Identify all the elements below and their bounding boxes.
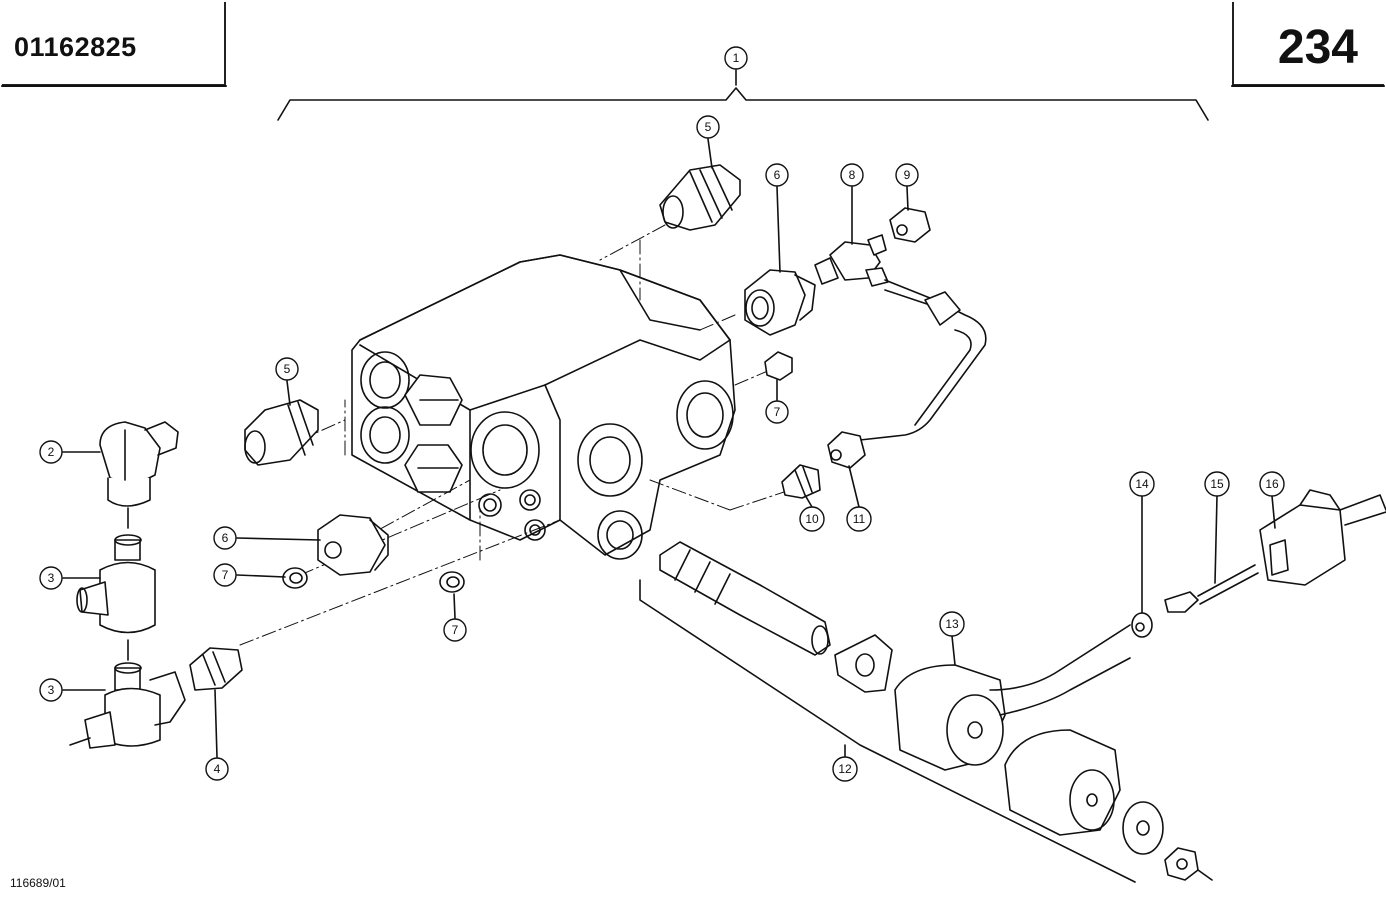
seal-14 <box>1131 612 1153 638</box>
nut-9 <box>889 207 931 243</box>
svg-text:12: 12 <box>838 762 852 776</box>
callout-c5a: 5 <box>696 115 720 139</box>
fitting-6-upper <box>744 269 816 336</box>
fitting-4 <box>189 647 243 691</box>
svg-text:3: 3 <box>48 683 55 697</box>
callout-c3a: 3 <box>39 566 63 590</box>
svg-text:6: 6 <box>222 531 229 545</box>
callout-group: 1 5 6 8 9 5 7 2 10 11 6 7 3 14 15 16 7 1… <box>39 46 1285 782</box>
svg-text:5: 5 <box>284 362 291 376</box>
svg-text:2: 2 <box>48 445 55 459</box>
valve-body <box>351 254 736 560</box>
svg-text:15: 15 <box>1210 477 1224 491</box>
svg-text:16: 16 <box>1265 477 1279 491</box>
callout-c1: 1 <box>724 46 748 70</box>
solenoid-coil-13 <box>894 624 1131 771</box>
nut-11 <box>827 431 866 469</box>
tee-3-lower <box>69 662 186 749</box>
callout-c2: 2 <box>39 440 63 464</box>
svg-text:1: 1 <box>733 51 740 65</box>
valve-cartridge <box>659 541 831 656</box>
plug-7-middle <box>439 571 465 593</box>
plate-washer <box>834 634 893 693</box>
svg-text:7: 7 <box>452 623 459 637</box>
nut-end <box>1164 847 1199 881</box>
svg-text:7: 7 <box>774 405 781 419</box>
svg-text:9: 9 <box>904 168 911 182</box>
callout-c13: 13 <box>939 611 965 637</box>
callout-c6a: 6 <box>765 163 789 187</box>
svg-text:5: 5 <box>705 120 712 134</box>
svg-text:7: 7 <box>222 568 229 582</box>
callout-c14: 14 <box>1129 471 1155 497</box>
callout-c8: 8 <box>840 163 864 187</box>
drawing-id: 116689/01 <box>10 876 66 890</box>
svg-text:11: 11 <box>853 512 866 526</box>
svg-text:13: 13 <box>945 617 959 631</box>
doc-number: 01162825 <box>14 32 137 62</box>
fitting-5-left <box>244 399 319 466</box>
fitting-5-upper <box>659 164 741 231</box>
tee-3-upper <box>76 534 156 634</box>
elbow-2 <box>99 421 179 507</box>
callout-c11: 11 <box>846 506 872 532</box>
callout-c4: 4 <box>205 757 229 781</box>
svg-text:10: 10 <box>805 512 819 526</box>
svg-text:4: 4 <box>214 762 221 776</box>
callout-c16: 16 <box>1259 471 1285 497</box>
callout-c12: 12 <box>832 756 858 782</box>
connector-16 <box>1259 489 1386 586</box>
fitting-10 <box>781 464 821 499</box>
fitting-6-lower <box>317 514 389 576</box>
plug-7-upper <box>764 351 793 381</box>
plug-7-left <box>282 567 308 589</box>
callout-c7a: 7 <box>765 400 789 424</box>
svg-text:3: 3 <box>48 571 55 585</box>
callout-c15: 15 <box>1204 471 1230 497</box>
assembly-brace <box>277 87 1209 121</box>
washer-end <box>1122 801 1164 855</box>
page-number: 234 <box>1277 21 1358 74</box>
tee-8 <box>814 234 889 287</box>
callout-c5b: 5 <box>275 357 299 381</box>
callout-c7b: 7 <box>213 563 237 587</box>
svg-text:14: 14 <box>1135 477 1149 491</box>
callout-c7c: 7 <box>443 618 467 642</box>
terminal-15 <box>1164 564 1259 613</box>
coil-sleeve <box>1004 729 1121 836</box>
svg-text:8: 8 <box>849 168 856 182</box>
callout-c3b: 3 <box>39 678 63 702</box>
callout-c9: 9 <box>895 163 919 187</box>
svg-text:6: 6 <box>774 168 781 182</box>
callout-c10: 10 <box>799 506 825 532</box>
callout-c6b: 6 <box>213 526 237 550</box>
